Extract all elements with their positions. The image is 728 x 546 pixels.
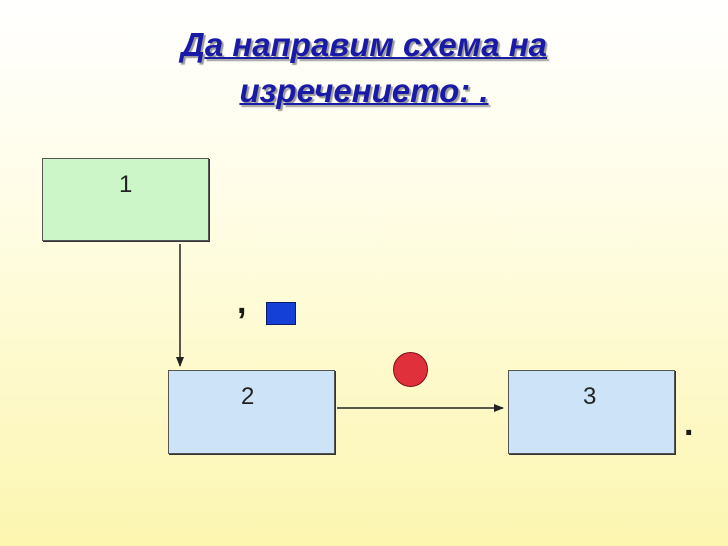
schema-box-2: 2	[168, 370, 335, 454]
box-label-2: 2	[241, 383, 255, 410]
period-mark: .	[684, 405, 694, 443]
box-label-3: 3	[583, 383, 597, 410]
slide-title: Да направим схема на изречението: .	[0, 22, 728, 114]
box-label-1: 1	[119, 171, 133, 198]
schema-box-1: 1	[42, 158, 209, 241]
blue-square-marker	[266, 302, 296, 325]
schema-box-3: 3	[508, 370, 675, 454]
title-line-2: изречението: .	[239, 72, 489, 109]
comma-mark: ,	[237, 283, 247, 321]
title-line-1: Да направим схема на	[181, 26, 547, 63]
red-dot-marker	[393, 352, 428, 387]
